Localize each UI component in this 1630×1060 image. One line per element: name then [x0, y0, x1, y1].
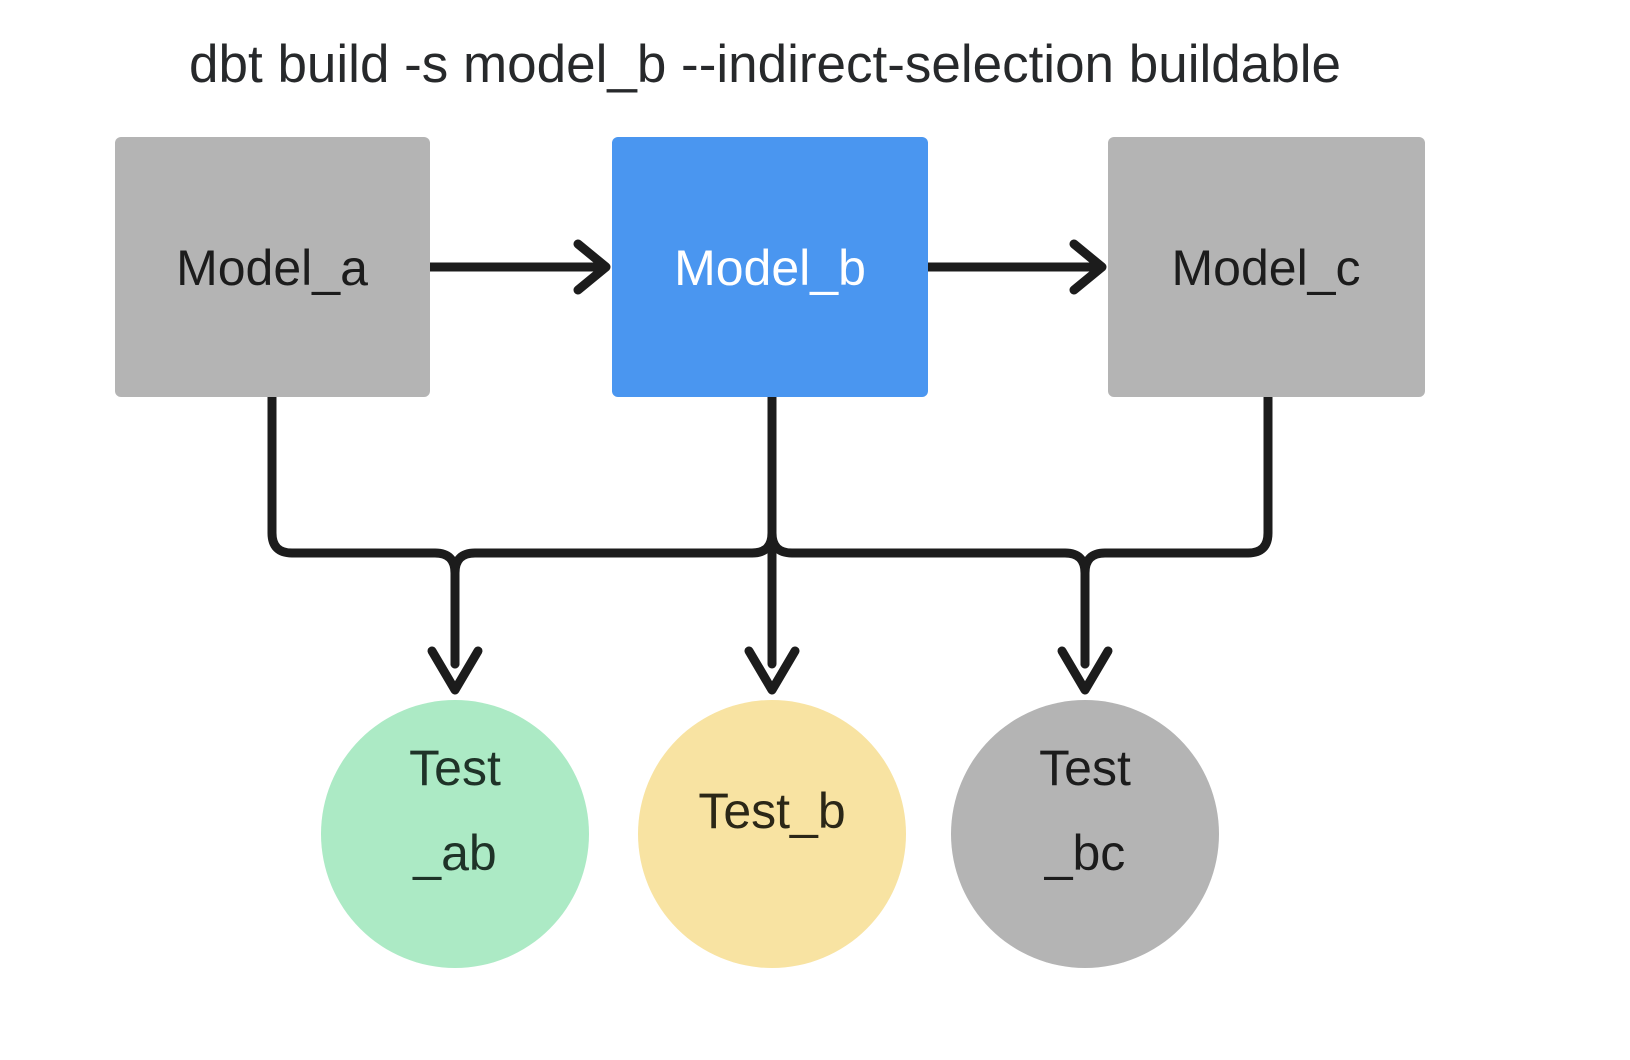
- edge-model-c-to-test-bc: [1057, 392, 1273, 695]
- arrow-head-icon: [1057, 646, 1113, 695]
- model-c-box[interactable]: [1108, 137, 1425, 397]
- test-node-layer: Test _ab Test_b Test _bc: [321, 700, 1219, 968]
- test-bc-label-line2: _bc: [1044, 825, 1126, 881]
- test-ab-circle[interactable]: [321, 700, 589, 968]
- edge-model-b-to-test-bc: [767, 392, 1090, 669]
- arrow-head-icon: [1069, 239, 1107, 295]
- test-node-test-ab[interactable]: Test _ab: [321, 700, 589, 968]
- model-node-model-b[interactable]: Model_b: [612, 137, 928, 397]
- edge-layer: [267, 239, 1273, 695]
- model-node-layer: Model_a Model_b Model_c: [115, 137, 1425, 397]
- edge-model-b-to-test-ab: [450, 392, 777, 669]
- edge-model-a-to-test-ab: [267, 392, 483, 695]
- test-ab-label-line1: Test: [409, 740, 501, 796]
- test-bc-label-line1: Test: [1039, 740, 1131, 796]
- edge-model-a-to-model-b: [425, 239, 611, 295]
- edge-model-b-to-model-c: [923, 239, 1107, 295]
- model-node-model-a[interactable]: Model_a: [115, 137, 430, 397]
- model-node-model-c[interactable]: Model_c: [1108, 137, 1425, 397]
- arrow-head-icon: [427, 646, 483, 695]
- page-title: dbt build -s model_b --indirect-selectio…: [189, 35, 1341, 94]
- test-b-label-line1: Test_b: [698, 783, 845, 839]
- test-node-test-b[interactable]: Test_b: [638, 700, 906, 968]
- model-a-label: Model_a: [176, 240, 368, 296]
- test-ab-label-line2: _ab: [412, 825, 496, 881]
- test-bc-circle[interactable]: [951, 700, 1219, 968]
- arrow-head-icon: [573, 239, 611, 295]
- model-a-box[interactable]: [115, 137, 430, 397]
- model-c-label: Model_c: [1172, 240, 1361, 296]
- model-b-label: Model_b: [674, 240, 866, 296]
- test-node-test-bc[interactable]: Test _bc: [951, 700, 1219, 968]
- test-b-circle[interactable]: [638, 700, 906, 968]
- arrow-head-icon: [744, 646, 800, 695]
- model-b-box[interactable]: [612, 137, 928, 397]
